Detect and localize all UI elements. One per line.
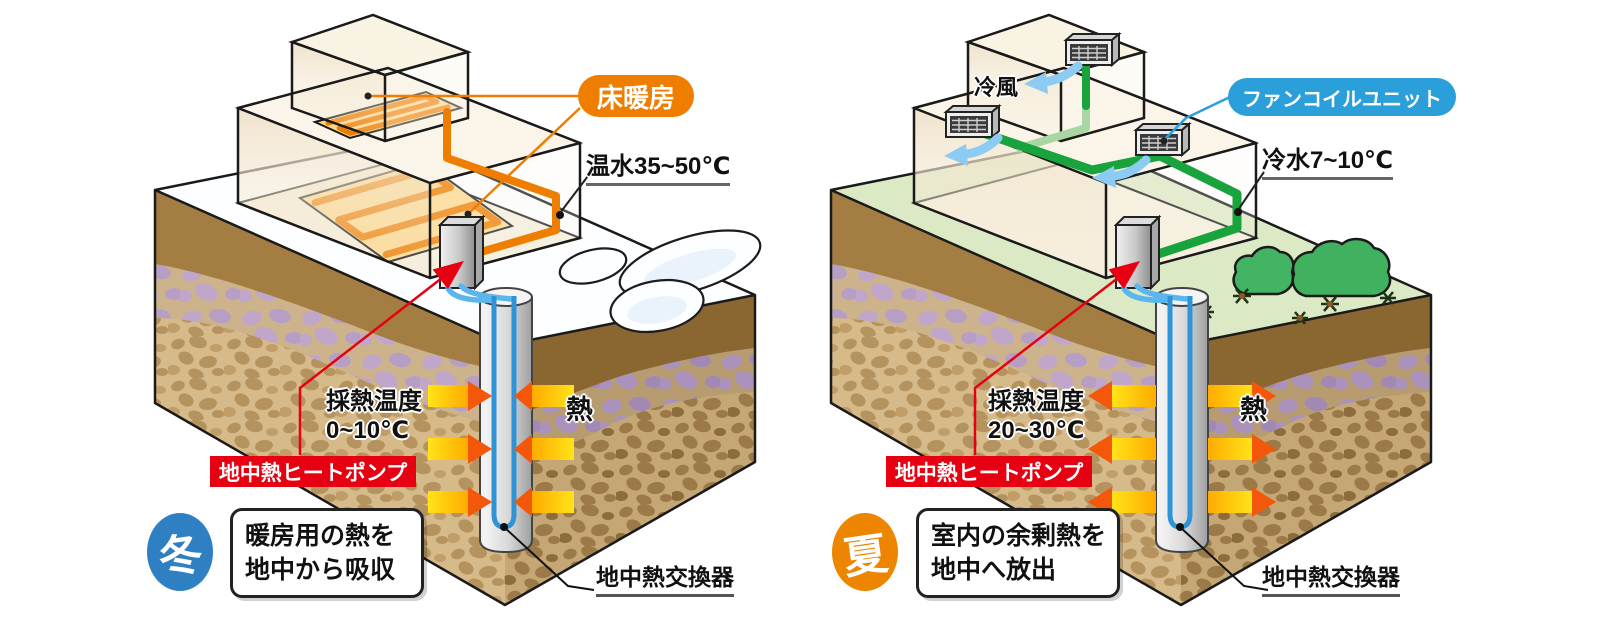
- cold-air-label: 冷風: [974, 75, 1019, 100]
- bushes: [1198, 237, 1396, 325]
- soil-front-right-face-summer: [1181, 295, 1431, 605]
- house-summer: [912, 13, 1258, 289]
- fan-coil-unit-upper: [1065, 33, 1120, 66]
- chilled-water-pipes: [981, 60, 1242, 269]
- heat-pump-leader-summer: [973, 260, 1140, 455]
- heat-arrow: [428, 487, 574, 517]
- heat-arrows-winter: [428, 381, 574, 517]
- floor-heating-badge: 床暖房: [578, 75, 695, 117]
- heat-arrow: [428, 434, 574, 464]
- winter-description-line2: 地中から吸収: [245, 556, 396, 584]
- leader-lines-summer: [973, 94, 1269, 591]
- borehole-winter: [479, 287, 533, 553]
- heat-collection-temp-line2: 20~30℃: [988, 417, 1085, 444]
- summer-description-line2: 地中へ放出: [931, 556, 1057, 584]
- hot-water-temp-label: 温水35~50℃: [586, 146, 731, 186]
- leader-lines-winter: [298, 92, 595, 591]
- cold-water-temp-label: 冷水7~10℃: [1262, 140, 1394, 180]
- heat-pump-winter: [439, 216, 484, 289]
- fan-coil-unit-left: [945, 105, 1000, 138]
- heat-pump-label-summer: 地中熱ヒートポンプ: [886, 456, 1092, 487]
- heat-collection-temp-summer: 採熱温度 20~30℃: [988, 387, 1084, 445]
- winter-description-box: 暖房用の熱を 地中から吸収: [230, 508, 424, 598]
- summer-badge-character: 夏: [840, 529, 891, 584]
- summer-panel: [829, 13, 1433, 607]
- heat-pump-label-winter: 地中熱ヒートポンプ: [210, 456, 416, 487]
- bush-large: [1291, 237, 1392, 298]
- soil-front-right-face-winter: [505, 295, 755, 605]
- ground-heat-exchanger-label-winter: 地中熱交換器: [596, 558, 734, 597]
- summer-badge: 夏: [832, 513, 898, 591]
- heat-arrow: [1088, 434, 1276, 464]
- ground-heat-exchanger-label-summer: 地中熱交換器: [1262, 558, 1400, 597]
- heat-arrow: [428, 381, 574, 411]
- cold-air-arrows: [944, 61, 1151, 188]
- winter-panel: [155, 15, 768, 607]
- heat-label-winter: 熱: [566, 395, 593, 425]
- heat-collection-temp-winter: 採熱温度 0~10℃: [326, 387, 422, 445]
- winter-badge: 冬: [147, 513, 213, 591]
- summer-description-box: 室内の余剰熱を 地中へ放出: [916, 508, 1120, 598]
- winter-description-line1: 暖房用の熱を: [245, 522, 396, 550]
- fan-coil-unit-badge: ファンコイルユニット: [1228, 78, 1456, 116]
- borehole-summer: [1155, 287, 1209, 553]
- heat-collection-temp-line2: 0~10℃: [326, 417, 410, 444]
- snow-mounds: [558, 229, 762, 334]
- summer-description-line1: 室内の余剰熱を: [931, 522, 1107, 550]
- heat-collection-temp-line1: 採熱温度: [326, 388, 422, 415]
- heat-pump-leader-winter: [298, 260, 464, 455]
- heating-water-pipe: [443, 108, 560, 258]
- heat-arrow: [1088, 381, 1276, 411]
- heat-collection-temp-line1: 採熱温度: [988, 388, 1084, 415]
- soil-front-left-face-winter: [155, 190, 505, 605]
- heat-label-summer: 熱: [1240, 395, 1267, 425]
- heat-pump-summer: [1115, 216, 1160, 289]
- house-winter: [238, 15, 580, 288]
- winter-badge-character: 冬: [155, 529, 206, 584]
- heat-arrows-summer: [1088, 381, 1276, 517]
